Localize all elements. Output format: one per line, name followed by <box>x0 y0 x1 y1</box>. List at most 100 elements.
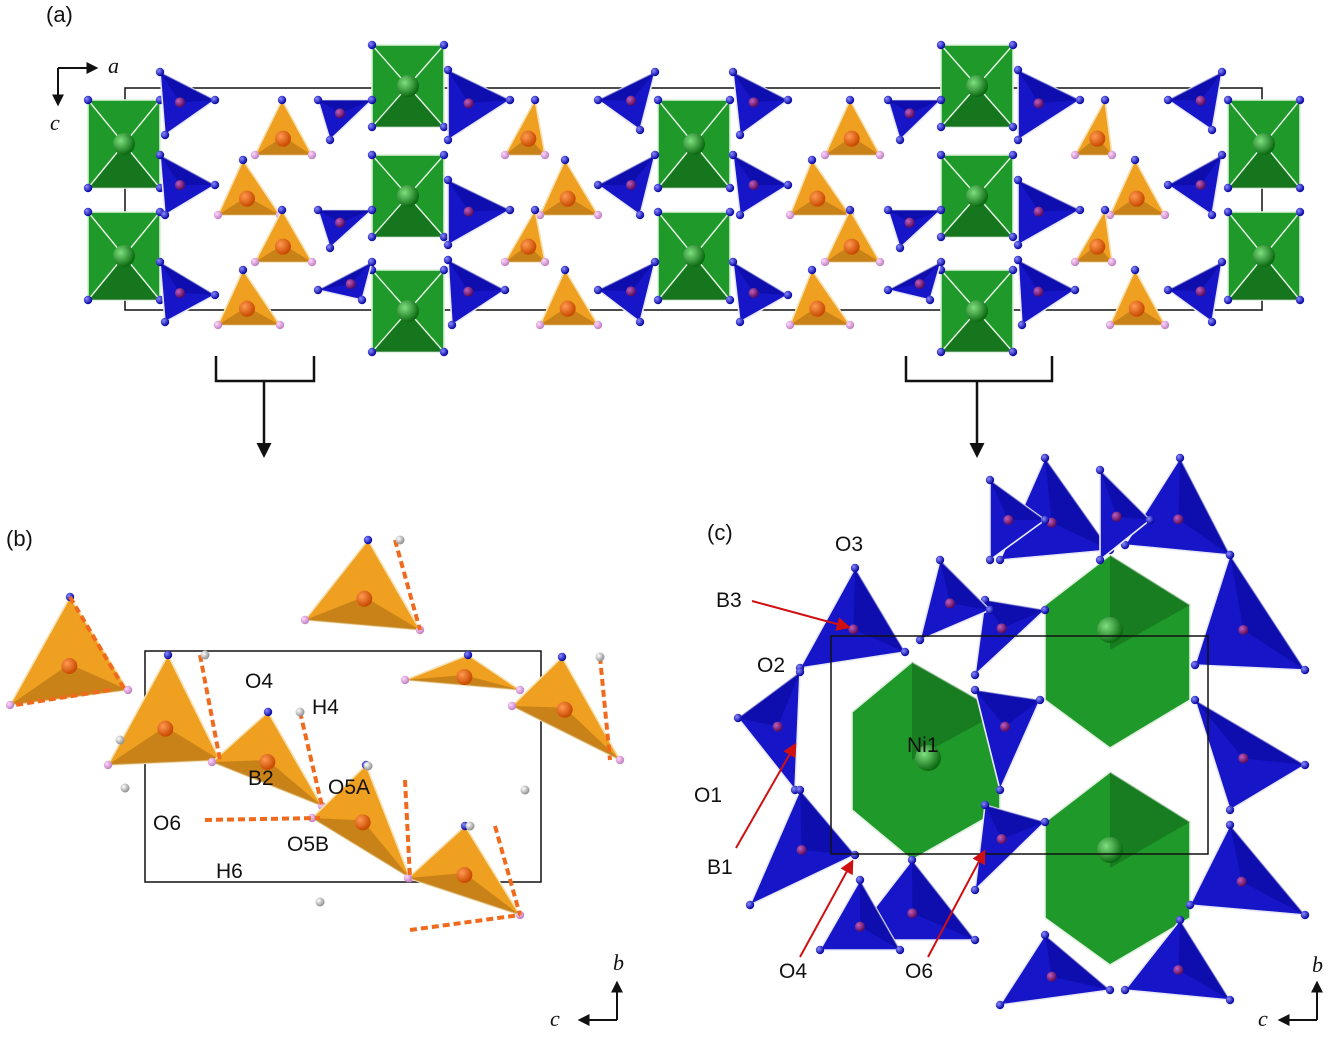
boron-atom <box>945 598 955 609</box>
oxygen-atom <box>367 347 377 357</box>
oct-shade <box>941 86 1013 127</box>
oxygen-atom <box>735 130 745 140</box>
vertex-atom <box>807 155 817 165</box>
boron-atom <box>1046 971 1057 982</box>
hydrogen-bond <box>68 595 127 692</box>
label-H4: H4 <box>312 696 339 719</box>
vertex-atom <box>238 155 248 165</box>
oxygen-atom <box>850 563 860 573</box>
boron-atom <box>175 180 185 190</box>
tetra-shade <box>448 260 505 292</box>
oxygen-atom <box>1040 817 1050 827</box>
vertex-atom <box>1107 150 1117 160</box>
oxygen-atom <box>850 850 860 860</box>
vertex-atom <box>845 205 855 215</box>
oxygen-atom <box>367 40 377 50</box>
vertex-atom <box>540 257 550 267</box>
oxygen-atom <box>1013 175 1023 185</box>
tetra-shade <box>912 860 975 940</box>
oct-shade <box>658 144 730 188</box>
panel-a: (a) a c <box>46 2 1305 458</box>
oxygen-atom <box>593 95 603 105</box>
oxygen-atom <box>995 785 1005 795</box>
vertex-atom <box>277 95 287 105</box>
oxygen-atom <box>160 210 170 220</box>
unit-cell-a <box>124 87 1263 311</box>
boron-atom <box>1173 965 1184 975</box>
oxygen-atom <box>160 317 170 327</box>
unit-cell-b <box>144 650 542 883</box>
tetra-shade <box>160 155 215 185</box>
boron-atom <box>463 98 474 109</box>
nickel-atom <box>966 300 988 322</box>
tetra-shade <box>1018 260 1075 292</box>
tetra-shade <box>1018 180 1080 212</box>
label-Ni1: Ni1 <box>907 734 939 757</box>
vertex-atom <box>507 701 517 711</box>
oxygen-atom <box>1070 285 1080 295</box>
hydrogen-bond <box>298 711 324 807</box>
vertex-atom <box>557 652 567 662</box>
tetra-shade <box>733 72 788 103</box>
tetra-shade <box>1230 825 1305 915</box>
atom-labels-c: O3 B3 O2 Ni1 O1 B1 O4 O6 <box>694 533 939 983</box>
oxygen-atom <box>635 210 645 220</box>
oxygen-atom <box>357 295 367 305</box>
vertex-atom <box>540 150 550 160</box>
oxygen-atom <box>1013 135 1023 145</box>
axis-c-label-b: c <box>550 1006 560 1031</box>
vertex-atom <box>593 210 603 220</box>
boron-core <box>456 867 473 883</box>
tetra-shade <box>1178 920 1230 1000</box>
oxygen-atom <box>443 135 453 145</box>
axis-c-label: c <box>50 110 60 135</box>
vertex-atom <box>163 650 173 660</box>
boron-core <box>356 590 373 607</box>
oxygen-atom <box>725 295 735 305</box>
label-O2: O2 <box>757 654 785 677</box>
boron-atom <box>1111 511 1122 522</box>
oxygen-atom <box>653 207 663 217</box>
oxygen-atom <box>900 647 910 657</box>
boron-atom <box>175 288 185 298</box>
boron-atom <box>626 180 636 190</box>
oxygen-atom <box>500 285 510 295</box>
boron-atom <box>748 288 759 298</box>
oxygen-atom <box>210 290 220 300</box>
vertex-atom <box>123 685 133 695</box>
panel-b-label: (b) <box>6 526 33 551</box>
oxygen-atom <box>367 232 377 242</box>
vertex-atom <box>213 210 223 220</box>
tetra-shade <box>318 210 372 223</box>
vertex-atom <box>300 615 310 625</box>
oxygen-atom <box>1095 555 1105 565</box>
tetra-shade <box>985 805 1045 839</box>
oxygen-atom <box>1225 550 1235 560</box>
oxygen-atom <box>650 150 660 160</box>
vertex-atom <box>103 760 113 770</box>
label-O5A: O5A <box>328 776 370 799</box>
oxygen-atom <box>1300 665 1310 675</box>
nickel-atom <box>966 185 988 207</box>
tetra-shade <box>212 760 322 806</box>
boron-core <box>520 238 537 255</box>
oxygen-atom <box>855 875 865 885</box>
oxygen-atom <box>505 205 515 215</box>
oxygen-atom <box>925 295 935 305</box>
vertex-atom <box>400 675 410 685</box>
boron-atom <box>626 95 636 106</box>
tetra-shade <box>975 690 1040 727</box>
label-O3: O3 <box>835 533 863 556</box>
label-B1: B1 <box>707 856 733 879</box>
tetra-shade <box>888 210 941 223</box>
boron-core <box>1128 190 1145 207</box>
vertex-atom <box>593 320 603 330</box>
hydrogen-bond <box>14 688 111 707</box>
vertex-atom <box>845 320 855 330</box>
tetra-shade <box>733 155 788 185</box>
axis-b-label-c: b <box>1312 952 1323 977</box>
tetra-shade <box>598 72 655 101</box>
oxygen-atom <box>1013 240 1023 250</box>
oxygen-atom <box>1223 183 1233 193</box>
